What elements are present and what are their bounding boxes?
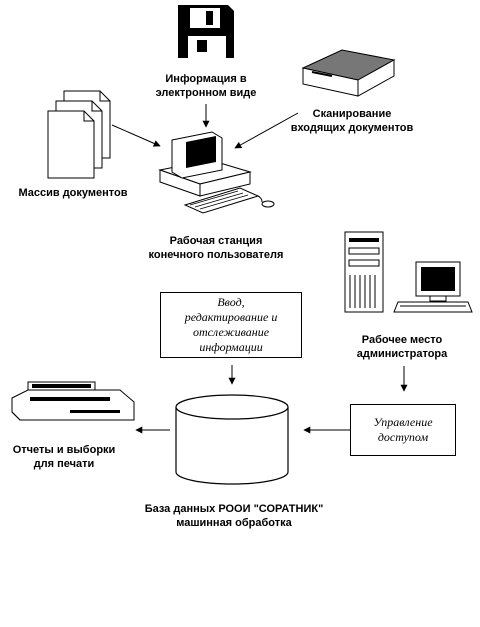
input-editing-text: Ввод, редактирование и отслеживание инфо… <box>184 295 278 354</box>
label-database: База данных РООИ "СОРАТНИК" машинная обр… <box>144 503 324 529</box>
label-reports: Отчеты и выборки для печати <box>12 444 116 470</box>
document-stack-icon <box>47 90 111 179</box>
label-admin-place: Рабочее место администратора <box>356 334 448 360</box>
input-editing-box: Ввод, редактирование и отслеживание инфо… <box>160 292 302 358</box>
admin-computer-icon <box>344 231 473 313</box>
access-control-box: Управление доступом <box>350 404 456 456</box>
printer-icon <box>11 381 135 421</box>
label-document-array: Массив документов <box>18 187 128 199</box>
arrow-documents-to-workstation <box>111 124 161 147</box>
workstation-computer-icon <box>158 131 275 214</box>
label-electronic-info: Информация в электронном виде <box>155 73 257 99</box>
label-workstation: Рабочая станция конечного пользователя <box>148 235 284 261</box>
label-scanning: Сканирование входящих документов <box>290 108 414 134</box>
access-control-text: Управление доступом <box>373 415 433 444</box>
floppy-disk-icon <box>178 5 234 58</box>
database-cylinder-icon <box>175 394 289 485</box>
arrow-scanner-to-workstation <box>234 112 299 149</box>
scanner-icon <box>301 49 396 97</box>
